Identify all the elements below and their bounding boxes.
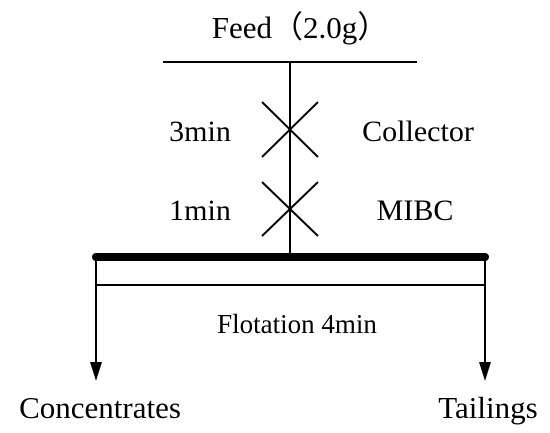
conditioning-step-1-mark: [261, 101, 319, 158]
step-2-time: 1min: [169, 194, 231, 227]
step-1-time: 3min: [169, 115, 231, 148]
conditioning-step-2-mark: [261, 181, 319, 237]
tailings-arrow-head: [479, 362, 491, 381]
step-1-reagent: Collector: [362, 115, 474, 148]
flotation-label: Flotation 4min: [217, 309, 377, 339]
concentrates-label: Concentrates: [19, 390, 181, 425]
concentrates-arrow-head: [90, 362, 102, 381]
feed-label: Feed（2.0g）: [212, 10, 389, 45]
tailings-label: Tailings: [438, 390, 537, 425]
step-2-reagent: MIBC: [377, 194, 454, 227]
